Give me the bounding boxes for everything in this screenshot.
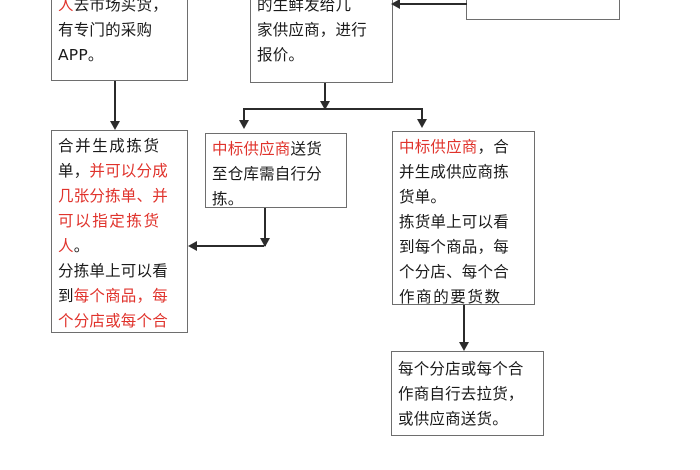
connector-bar-to-midright xyxy=(421,108,423,121)
connector-midcenter-down xyxy=(264,208,266,246)
text-line: 到每个商品，每 xyxy=(399,238,509,256)
text-line: 中标供应商，合 xyxy=(399,138,509,156)
connector-midright-to-bottomright xyxy=(463,305,465,343)
connector-elbow-to-midleft xyxy=(196,245,264,247)
text-line: 分拣单上可以看 xyxy=(58,262,168,280)
text-line: 有专门的采购 xyxy=(58,21,153,39)
text-line: 拣货单上可以看 xyxy=(399,213,509,231)
text-line: 货单。 xyxy=(399,188,447,206)
arrow-down-into-midcenter xyxy=(239,120,249,129)
text-line: 作商自行去拉货， xyxy=(398,385,524,403)
text-line: 并生成供应商拣 xyxy=(399,163,509,181)
text-line: 个分店或每个合 xyxy=(58,312,168,330)
node-mid-left-picking-list: 合并生成拣货单，并可以分成几张分拣单、并可以指定拣货人。分拣单上可以看到每个商品… xyxy=(51,130,188,333)
connector-topmid-down xyxy=(324,83,326,108)
node-mid-left-text: 合并生成拣货单，并可以分成几张分拣单、并可以指定拣货人。分拣单上可以看到每个商品… xyxy=(52,131,187,332)
arrow-left-into-topmid xyxy=(391,0,400,9)
text-line: 每个分店或每个合 xyxy=(398,360,524,378)
text-line: 可以指定拣货 xyxy=(58,212,161,230)
arrow-left-into-midleft xyxy=(188,241,197,251)
arrow-down-into-midleft xyxy=(110,121,120,130)
node-bottom-right-pickup-or-delivery: 每个分店或每个合作商自行去拉货， 或供应商送货。 xyxy=(391,351,544,436)
node-mid-center-text: 中标供应商送货至仓库需自行分拣。 xyxy=(206,134,346,208)
text-line: 人去市场买货， xyxy=(58,0,168,14)
node-bottom-right-text: 每个分店或每个合作商自行去拉货， 或供应商送货。 xyxy=(392,352,543,432)
arrow-down-into-bottomright xyxy=(459,342,469,351)
node-mid-right-supplier-picking-list: 中标供应商，合并生成供应商拣货单。拣货单上可以看到每个商品，每个分店、每个合作商… xyxy=(392,131,535,305)
text-line: 合并生成拣货 xyxy=(58,137,161,155)
text-line: 的生鲜发给几 xyxy=(257,0,352,14)
node-mid-right-text: 中标供应商，合并生成供应商拣货单。拣货单上可以看到每个商品，每个分店、每个合作商… xyxy=(393,132,534,305)
text-line: 拣。 xyxy=(212,190,244,208)
connector-distribution-bar xyxy=(243,108,423,110)
text-line: 中标供应商送货 xyxy=(212,140,322,158)
arrow-down-to-distribution-bar xyxy=(320,101,330,110)
text-line: 案。 xyxy=(473,0,613,2)
text-line: 报价。 xyxy=(257,46,305,64)
arrow-down-into-midright xyxy=(417,119,427,128)
text-line: 作商的要货数 xyxy=(399,288,502,305)
node-top-right-plan: 案。 xyxy=(466,0,620,20)
text-line: 至仓库需自行分 xyxy=(212,165,322,183)
text-line: 单，并可以分成 xyxy=(58,162,168,180)
text-line: 家供应商，进行 xyxy=(257,21,367,39)
connector-topright-to-topmid xyxy=(399,3,467,5)
text-line: 几张分拣单、并 xyxy=(58,187,168,205)
connector-bar-to-midcenter xyxy=(243,108,245,122)
node-mid-center-supplier-delivery: 中标供应商送货至仓库需自行分拣。 xyxy=(205,133,347,208)
node-top-right-text: 案。 xyxy=(467,0,619,2)
text-line: 或供应商送货。 xyxy=(398,410,508,428)
text-line: 到每个商品，每 xyxy=(58,287,168,305)
text-line: 个分店、每个合 xyxy=(399,263,509,281)
connector-topleft-to-midleft xyxy=(114,81,116,122)
text-line: APP。 xyxy=(58,46,104,64)
text-line: 人。 xyxy=(58,237,90,255)
arrow-down-elbow-midcenter xyxy=(260,238,270,247)
